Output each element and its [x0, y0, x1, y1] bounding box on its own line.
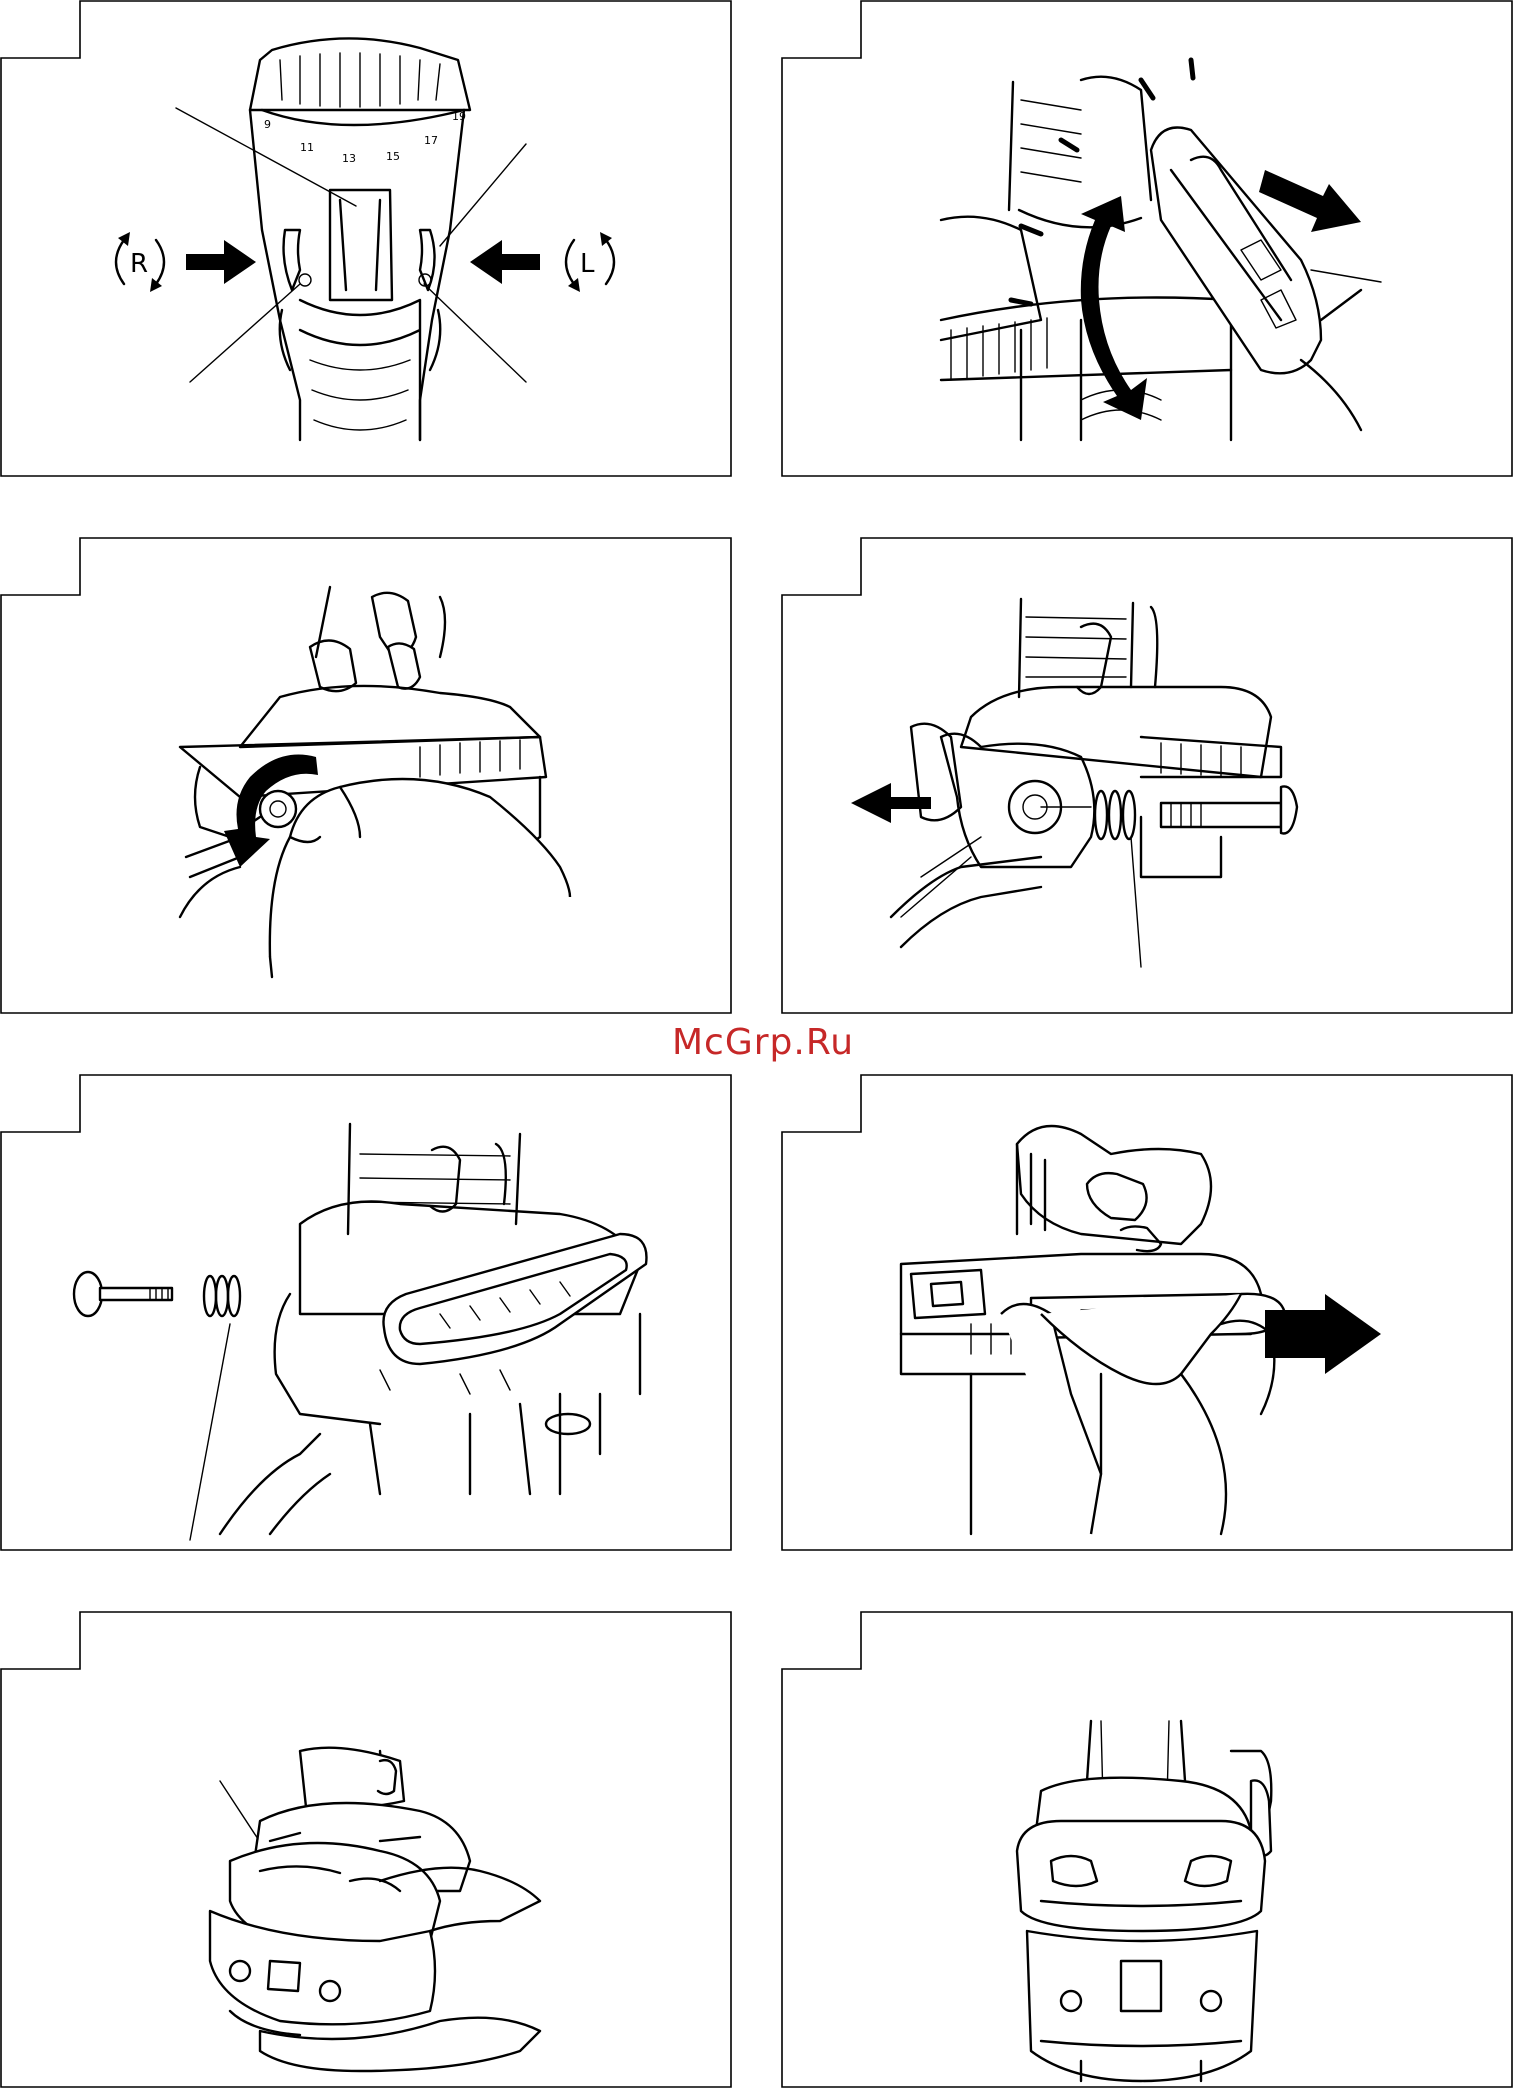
figure-panel-6 [781, 1074, 1513, 1552]
figure-panel-2 [781, 0, 1513, 478]
watermark: McGrp.Ru [663, 1022, 863, 1063]
scale-mark-9: 9 [264, 118, 271, 131]
figure-8-drawing [781, 1611, 1513, 2089]
figure-6-drawing [781, 1074, 1513, 1552]
rotation-left-label: L [580, 249, 595, 279]
figure-panel-4 [781, 537, 1513, 1015]
scale-mark-11: 11 [300, 141, 314, 154]
figure-5-drawing [0, 1074, 732, 1552]
figure-panel-1: 9 11 13 15 17 19 R [0, 0, 732, 478]
figure-3-drawing [0, 537, 732, 1015]
figure-panel-8 [781, 1611, 1513, 2089]
figure-7-drawing [0, 1611, 732, 2089]
figure-panel-7 [0, 1611, 732, 2089]
figure-1-drawing: 9 11 13 15 17 19 R [0, 0, 732, 478]
scale-mark-15: 15 [386, 150, 400, 163]
rotation-right-label: R [130, 249, 148, 279]
scale-mark-17: 17 [424, 134, 438, 147]
figure-panel-5 [0, 1074, 732, 1552]
figure-panel-3 [0, 537, 732, 1015]
figure-2-drawing [781, 0, 1513, 478]
scale-mark-13: 13 [342, 152, 356, 165]
figure-4-drawing [781, 537, 1513, 1015]
